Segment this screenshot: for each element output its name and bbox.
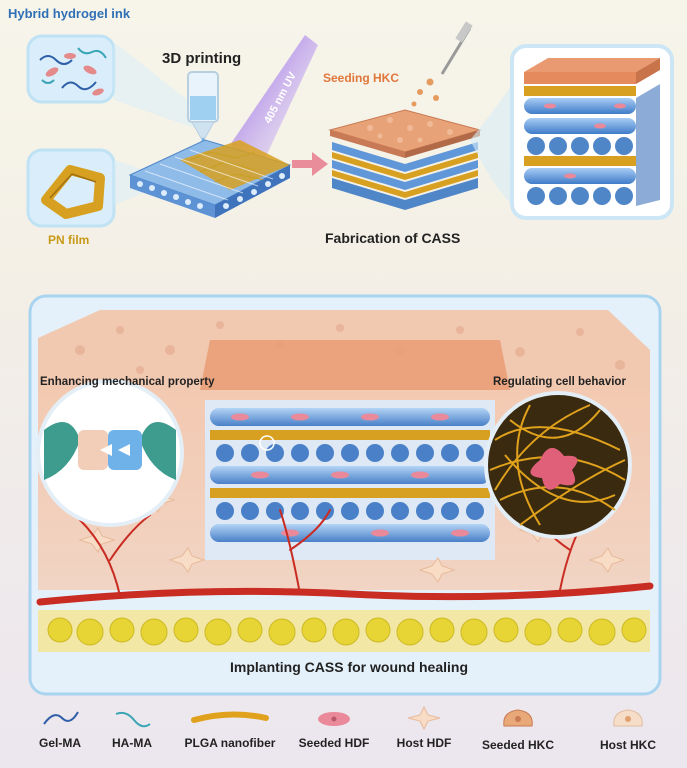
pn-film-panel — [26, 148, 160, 228]
legend-item-host-hdf: Host HDF — [376, 706, 472, 750]
fabrication-illustration — [26, 21, 674, 228]
implant-illustration — [28, 294, 662, 696]
process-arrow-icon — [292, 152, 328, 176]
legend-item-plga: PLGA nanofiber — [170, 706, 290, 750]
host-hkc-icon — [613, 709, 643, 727]
hama-strand-icon — [115, 711, 151, 728]
seeded-hdf-icon — [318, 712, 350, 726]
legend-item-seeded-hdf: Seeded HDF — [286, 706, 382, 750]
printing-nozzle — [187, 71, 219, 152]
regulating-label: Regulating cell behavior — [493, 376, 626, 388]
seeding-label: Seeding HKC — [323, 71, 400, 85]
blood-vessels — [36, 504, 654, 606]
cass-stack — [328, 109, 482, 210]
host-hdf-icon — [407, 706, 441, 730]
gelma-strand-icon — [43, 711, 79, 725]
syringe-icon — [411, 21, 473, 107]
legend-item-host-hkc: Host HKC — [580, 706, 676, 752]
legend-item-gelma: Gel-MA — [12, 706, 108, 750]
uv-beam — [230, 35, 318, 165]
printing-scaffold — [128, 139, 292, 218]
fabrication-label: Fabrication of CASS — [325, 230, 461, 246]
seeded-hkc-icon — [503, 709, 533, 727]
legend-item-seeded-hkc: Seeded HKC — [470, 706, 566, 752]
mechanical-label: Enhancing mechanical property — [40, 376, 215, 388]
mechanical-magnifier — [36, 379, 184, 527]
legend-item-hama: HA-MA — [84, 706, 180, 750]
cass-epidermis — [200, 340, 510, 390]
implanted-cass — [205, 400, 495, 560]
implant-caption: Implanting CASS for wound healing — [230, 659, 468, 675]
ink-title: Hybrid hydrogel ink — [8, 6, 131, 21]
printing-label: 3D printing — [162, 50, 242, 67]
cell-behavior-magnifier — [484, 391, 632, 539]
pn-film-label: PN film — [48, 233, 90, 247]
cass-zoom-panel — [510, 44, 674, 220]
hydrogel-ink-panel — [26, 34, 200, 130]
plga-nanofiber-icon — [191, 711, 269, 723]
